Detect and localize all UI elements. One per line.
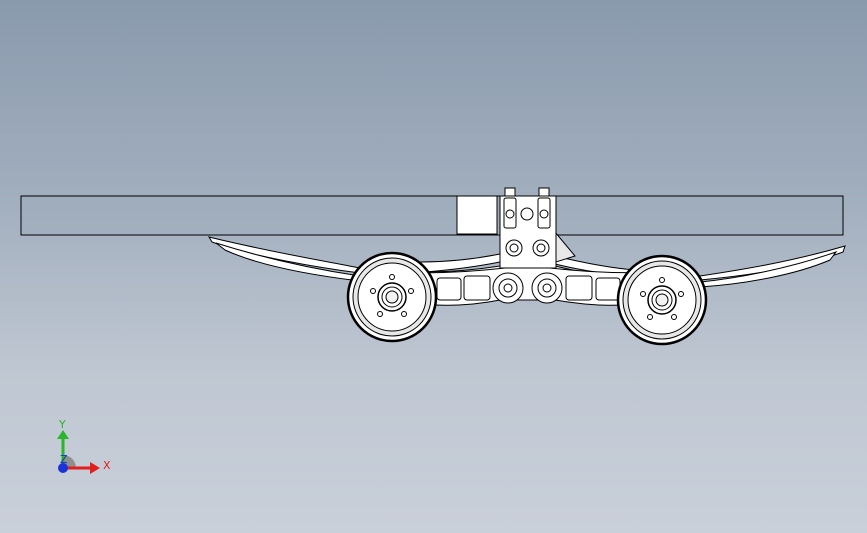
x-axis-arrowhead-icon — [90, 462, 100, 474]
spring-hanger-bracket[interactable] — [456, 187, 576, 269]
x-axis-label: X — [103, 459, 111, 472]
z-axis-dot-icon — [58, 463, 68, 473]
wheel-left[interactable] — [346, 251, 438, 343]
z-axis-label: Z — [60, 453, 68, 466]
walking-beam[interactable] — [391, 267, 666, 306]
reference-triad: Y X Z — [57, 418, 111, 474]
wheel-right[interactable] — [616, 254, 708, 346]
y-axis-label: Y — [58, 418, 66, 431]
y-axis-arrowhead-icon — [57, 430, 69, 439]
frame-rail[interactable] — [20, 195, 844, 236]
